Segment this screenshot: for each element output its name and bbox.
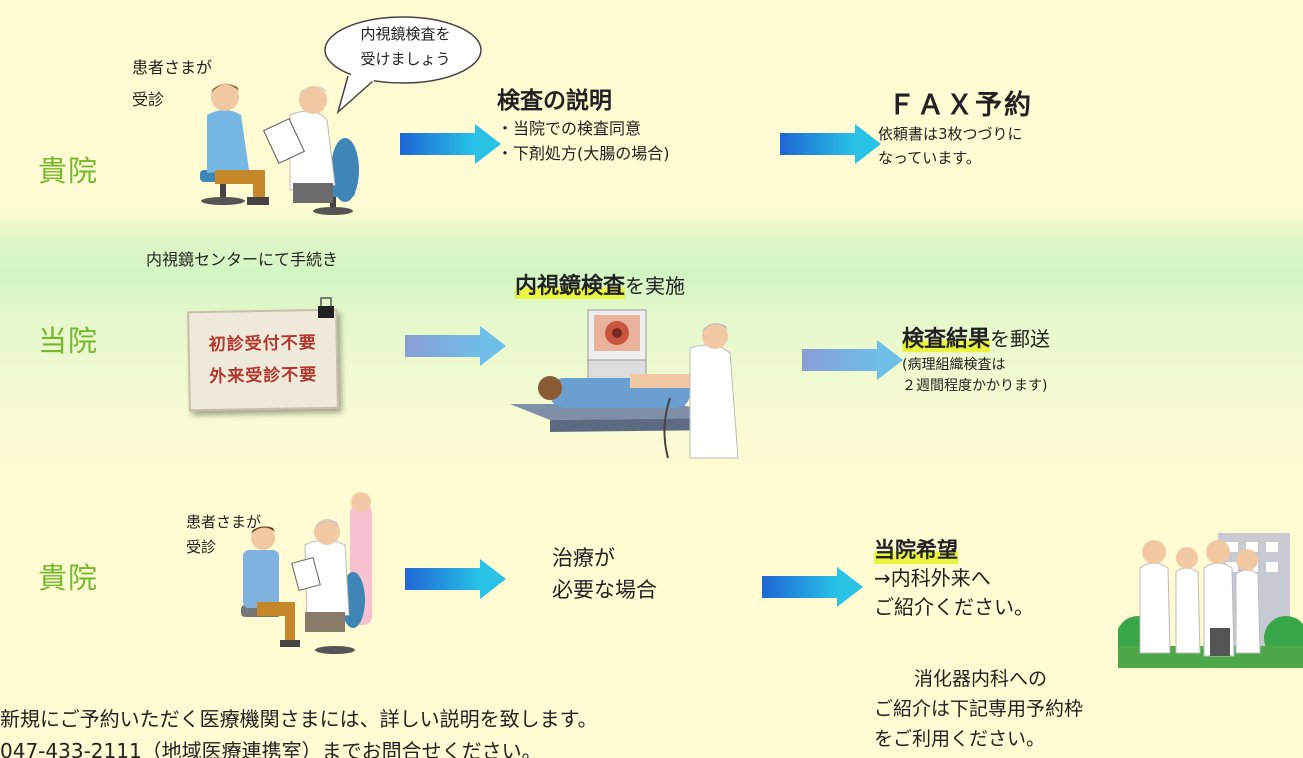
fax-note-line2: なっています。 <box>878 149 981 167</box>
explanation-item-laxative: ・下剤処方(大腸の場合) <box>497 144 670 163</box>
footer-text: 新規にご予約いただく医療機関さまには、詳しい説明を致します。 047-433-2… <box>0 703 598 758</box>
speech-line1: 内視鏡検査を <box>360 25 451 43</box>
flow-arrow-2 <box>780 124 881 164</box>
row-label-your-clinic-2: 貴院 <box>38 561 99 595</box>
result-block: 検査結果を郵送 (病理組織検査は ２週間程度かかります) <box>902 324 1050 397</box>
endoscopy-center-note: 内視鏡センターにて手続き <box>146 250 339 269</box>
explanation-item-consent: ・当院での検査同意 <box>497 119 642 138</box>
hope-block: 当院希望 →内科外来へ ご紹介ください。 <box>874 536 1034 622</box>
hope-line2: ご紹介ください。 <box>874 595 1034 619</box>
patient-visit2-line2: 受診 <box>186 538 217 556</box>
doctor-patient-illustration <box>200 83 359 215</box>
footer-line1: 新規にご予約いただく医療機関さまには、詳しい説明を致します。 <box>0 707 598 731</box>
gi-note-line2: ご紹介は下記専用予約枠 <box>874 698 1084 720</box>
patient-visit2-line1: 患者さまが <box>186 513 262 531</box>
flow-arrow-4 <box>802 340 903 380</box>
fax-block: ＦＡＸ予約 依頼書は3枚つづりに なっています。 <box>878 90 1033 170</box>
reception-card: 初診受付不要 外来受診不要 <box>187 308 339 412</box>
flow-arrow-5 <box>405 559 506 599</box>
speech-line2: 受けましょう <box>360 50 451 68</box>
row-label-your-clinic-1: 貴院 <box>38 154 99 188</box>
treatment-line1: 治療が <box>552 546 615 570</box>
speech-bubble <box>324 16 482 115</box>
patient-visit-text-2: 患者さまが 受診 <box>186 510 261 560</box>
result-title: 検査結果 <box>902 327 991 352</box>
result-heading: 検査結果を郵送 <box>902 324 1050 355</box>
patient-visit-line1: 患者さまが <box>132 58 213 77</box>
treatment-text: 治療が 必要な場合 <box>552 542 657 606</box>
hospital-staff-illustration <box>1118 533 1303 668</box>
binder-clip-icon <box>318 297 334 318</box>
patient-visit-line2: 受診 <box>132 90 165 109</box>
result-suffix: を郵送 <box>990 327 1051 351</box>
exam-suffix: を実施 <box>625 274 686 298</box>
row-label-our-hospital: 当院 <box>38 324 99 358</box>
flow-arrow-6 <box>762 567 863 607</box>
explanation-block: 検査の説明 ・当院での検査同意 ・下剤処方(大腸の場合) <box>497 86 670 166</box>
gi-note-line3: をご利用ください。 <box>874 728 1046 750</box>
endoscopy-illustration <box>510 309 739 459</box>
speech-bubble-text: 内視鏡検査を 受けましょう <box>338 22 473 72</box>
card-line-no-outpatient: 外来受診不要 <box>209 365 318 387</box>
gi-note-line1: 消化器内科への <box>914 668 1048 690</box>
fax-title: ＦＡＸ予約 <box>888 90 1033 121</box>
treatment-line2: 必要な場合 <box>552 578 657 602</box>
patient-visit-text: 患者さまが 受診 <box>132 52 212 116</box>
hope-line1: →内科外来へ <box>874 566 991 590</box>
explanation-title: 検査の説明 <box>497 88 612 114</box>
doctor-nurse-patient-illustration <box>241 492 372 654</box>
exam-heading: 内視鏡検査を実施 <box>515 272 685 301</box>
gi-referral-note: 消化器内科への ご紹介は下記専用予約枠 をご利用ください。 <box>874 664 1083 754</box>
footer-line2-phone: 047-433-2111（地域医療連携室）までお問合せください。 <box>0 739 542 758</box>
exam-title: 内視鏡検査 <box>515 274 626 299</box>
result-note-line2: ２週間程度かかります) <box>902 378 1048 394</box>
hope-title: 当院希望 <box>874 536 958 564</box>
result-note-line1: (病理組織検査は <box>902 357 1006 373</box>
flow-arrow-3 <box>405 326 506 366</box>
fax-note-line1: 依頼書は3枚つづりに <box>878 125 1023 143</box>
card-line-no-first-visit: 初診受付不要 <box>208 333 317 355</box>
flow-arrow-1 <box>400 124 501 164</box>
